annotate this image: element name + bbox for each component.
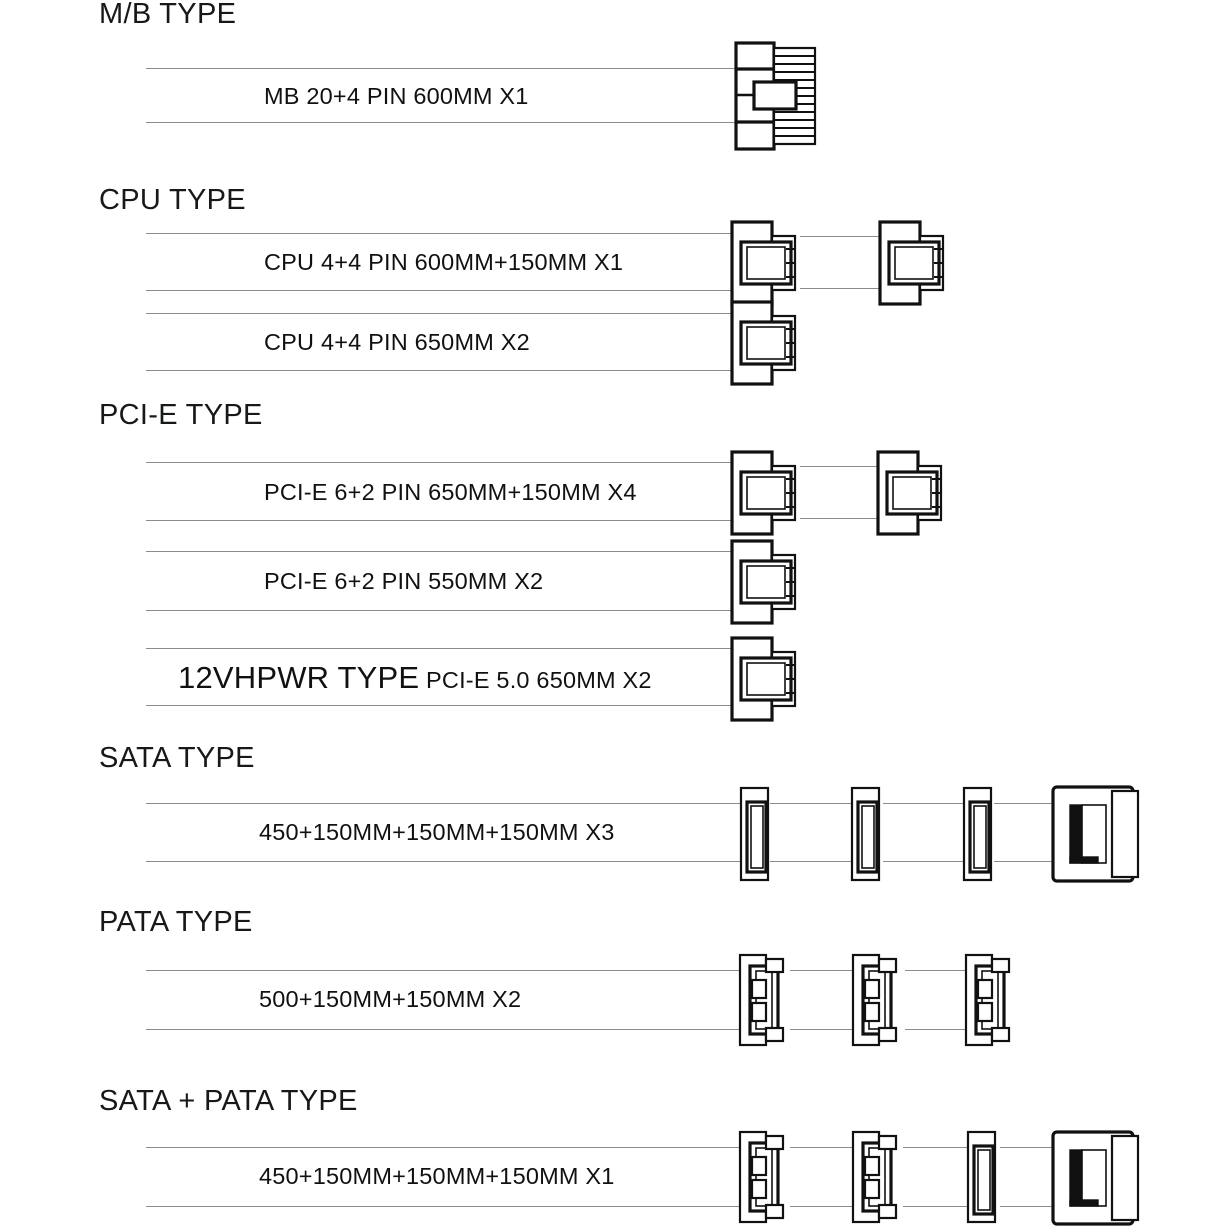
cable-label-sata-pata-1: 450+150MM+150MM+150MM X1 [259, 1163, 615, 1189]
cable-line-bottom [146, 861, 756, 862]
cable-line-bottom [146, 520, 741, 521]
cable-label-cpu-1: CPU 4+4 PIN 600MM+150MM X1 [264, 249, 624, 275]
cable-line-seg3-bottom [903, 1206, 971, 1207]
cable-line-seg4-top [1000, 1147, 1056, 1148]
cable-label-sata-1: 450+150MM+150MM+150MM X3 [259, 819, 615, 845]
sata-connector-icon [846, 785, 888, 883]
label-12vhpwr: 12VHPWR TYPE [178, 660, 420, 695]
cable-line-bottom [146, 122, 746, 123]
sata-connector-icon [735, 785, 777, 883]
cable-line-top [146, 803, 756, 804]
pcie-connector-icon [729, 449, 809, 537]
cable-label-cpu-2: CPU 4+4 PIN 650MM X2 [264, 329, 530, 355]
cable-line-top [146, 68, 746, 69]
cable-label-pata-1: 500+150MM+150MM X2 [259, 986, 522, 1012]
cable-line-top [146, 313, 741, 314]
sata-end-connector-icon [1050, 1128, 1146, 1228]
cable-line-bottom [146, 370, 741, 371]
cable-line-link-top [800, 236, 882, 237]
cable-line-seg2-bottom [770, 861, 860, 862]
molex-connector-icon [849, 1130, 905, 1224]
cable-label-pcie-3: 12VHPWR TYPE PCI-E 5.0 650MM X2 [178, 662, 652, 693]
molex-connector-icon [736, 1130, 792, 1224]
section-heading-sata-pata: SATA + PATA TYPE [99, 1085, 358, 1117]
section-heading-sata: SATA TYPE [99, 742, 255, 774]
sata-end-connector-icon [1050, 783, 1146, 885]
cable-line-top [146, 648, 741, 649]
cable-line-top [146, 233, 741, 234]
cable-line-seg2-bottom [790, 1029, 860, 1030]
cable-line-link-top [800, 466, 880, 467]
cable-line-seg3-bottom [883, 861, 971, 862]
cable-line-seg2-top [790, 1147, 860, 1148]
cable-line-bottom [146, 610, 741, 611]
pcie-connector-icon [875, 449, 955, 537]
cable-label-pcie-2: PCI-E 6+2 PIN 550MM X2 [264, 568, 544, 594]
section-heading-mb: M/B TYPE [99, 0, 237, 30]
cpu-connector-icon [729, 219, 809, 307]
cpu-connector-icon [877, 219, 957, 307]
cable-line-seg2-top [770, 803, 860, 804]
section-heading-pata: PATA TYPE [99, 906, 253, 938]
cable-line-bottom [146, 1029, 746, 1030]
cable-line-seg3-top [903, 1147, 971, 1148]
cable-line-seg4-bottom [994, 861, 1056, 862]
label-pcie50: PCI-E 5.0 650MM X2 [426, 667, 652, 693]
cpu-connector-icon [729, 299, 809, 387]
cable-line-seg3-top [905, 970, 973, 971]
cable-line-seg3-top [883, 803, 971, 804]
cable-line-top [146, 462, 741, 463]
sata-connector-icon [958, 785, 1000, 883]
cable-line-top [146, 1147, 746, 1148]
cable-line-seg4-top [994, 803, 1056, 804]
molex-connector-icon [962, 953, 1018, 1047]
molex-connector-icon [849, 953, 905, 1047]
cable-line-bottom [146, 1206, 746, 1207]
cable-line-top [146, 551, 741, 552]
section-heading-pcie: PCI-E TYPE [99, 399, 263, 431]
cable-line-seg2-top [790, 970, 860, 971]
cable-line-seg4-bottom [1000, 1206, 1056, 1207]
cable-line-top [146, 970, 746, 971]
cable-line-link-bottom [800, 288, 882, 289]
cable-line-seg3-bottom [905, 1029, 973, 1030]
cable-line-link-bottom [800, 518, 880, 519]
sata-connector-icon [962, 1130, 1004, 1224]
cable-line-bottom [146, 290, 741, 291]
cable-label-mb-1: MB 20+4 PIN 600MM X1 [264, 83, 529, 109]
section-heading-cpu: CPU TYPE [99, 184, 246, 216]
cable-line-seg2-bottom [790, 1206, 860, 1207]
pcie-connector-icon [729, 635, 809, 723]
atx24-connector-icon [733, 40, 828, 152]
cable-line-bottom [146, 705, 741, 706]
cable-label-pcie-1: PCI-E 6+2 PIN 650MM+150MM X4 [264, 479, 637, 505]
molex-connector-icon [736, 953, 792, 1047]
pcie-connector-icon [729, 538, 809, 626]
